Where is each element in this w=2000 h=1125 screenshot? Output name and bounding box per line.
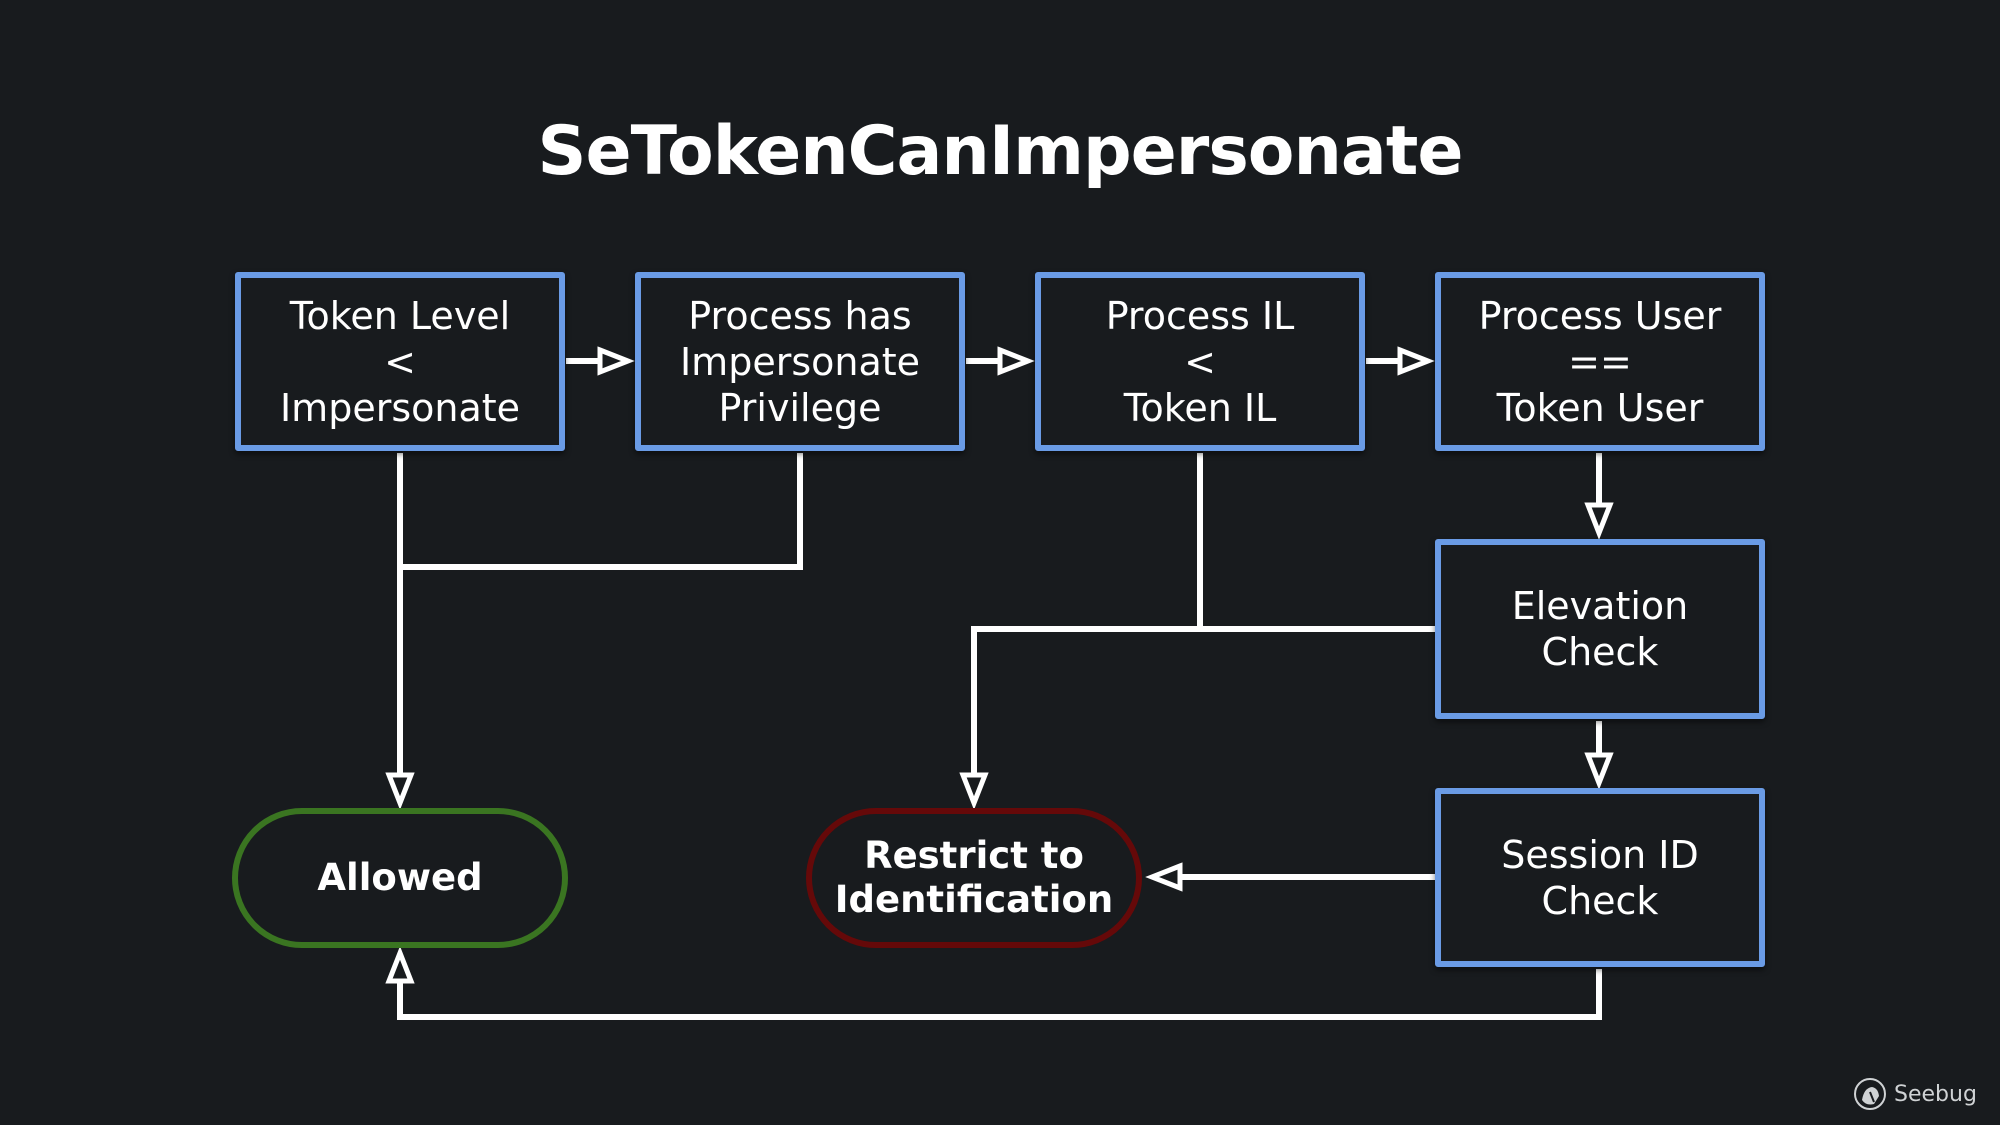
arrowhead-down bbox=[1584, 752, 1614, 790]
arrowhead-right bbox=[1397, 346, 1435, 376]
node-line: Restrict to bbox=[864, 834, 1084, 877]
node-line: Check bbox=[1541, 630, 1659, 674]
node-process-il: Process IL < Token IL bbox=[1035, 272, 1365, 451]
arrowhead-left bbox=[1145, 862, 1183, 892]
arrowhead-up bbox=[385, 946, 415, 984]
node-impersonate-privilege: Process has Impersonate Privilege bbox=[635, 272, 965, 451]
arrowhead-down bbox=[385, 772, 415, 810]
node-line: Session ID bbox=[1501, 832, 1699, 877]
node-line: Process User bbox=[1478, 293, 1722, 338]
node-line: Token IL bbox=[1123, 385, 1277, 430]
node-process-user: Process User == Token User bbox=[1435, 272, 1765, 451]
node-line: Privilege bbox=[718, 385, 882, 430]
node-line: Identification bbox=[834, 878, 1114, 921]
seebug-logo-icon bbox=[1854, 1078, 1886, 1110]
arrowhead-right bbox=[997, 346, 1035, 376]
node-line: Impersonate bbox=[679, 339, 921, 384]
node-line: < bbox=[384, 339, 416, 384]
diagram-title: SeTokenCanImpersonate bbox=[537, 112, 1464, 191]
edge-session-to-allowed bbox=[397, 969, 1602, 1020]
node-line: Process IL bbox=[1105, 293, 1295, 338]
arrowhead-right bbox=[597, 346, 635, 376]
node-line: Check bbox=[1541, 878, 1659, 923]
node-line: Allowed bbox=[317, 856, 483, 899]
watermark: Seebug bbox=[1852, 1076, 1977, 1112]
watermark-text: Seebug bbox=[1894, 1081, 1977, 1107]
node-line: < bbox=[1184, 339, 1216, 384]
node-line: Elevation bbox=[1511, 584, 1689, 628]
node-line: Token User bbox=[1496, 385, 1704, 430]
node-session-id-check: Session ID Check bbox=[1435, 788, 1765, 967]
node-line: Process has bbox=[688, 293, 912, 338]
node-line: Impersonate bbox=[279, 385, 521, 430]
node-line: == bbox=[1568, 339, 1632, 384]
edge-il-to-restrict bbox=[971, 453, 1203, 775]
node-token-level: Token Level < Impersonate bbox=[235, 272, 565, 451]
arrowhead-down bbox=[1584, 502, 1614, 540]
arrowhead-down bbox=[959, 772, 989, 810]
node-elevation-check: Elevation Check bbox=[1435, 539, 1765, 719]
edge-privilege-to-allowed bbox=[400, 453, 803, 570]
node-allowed: Allowed bbox=[232, 808, 568, 948]
node-line: Token Level bbox=[289, 293, 511, 338]
node-restrict-to-identification: Restrict to Identification bbox=[806, 808, 1142, 948]
